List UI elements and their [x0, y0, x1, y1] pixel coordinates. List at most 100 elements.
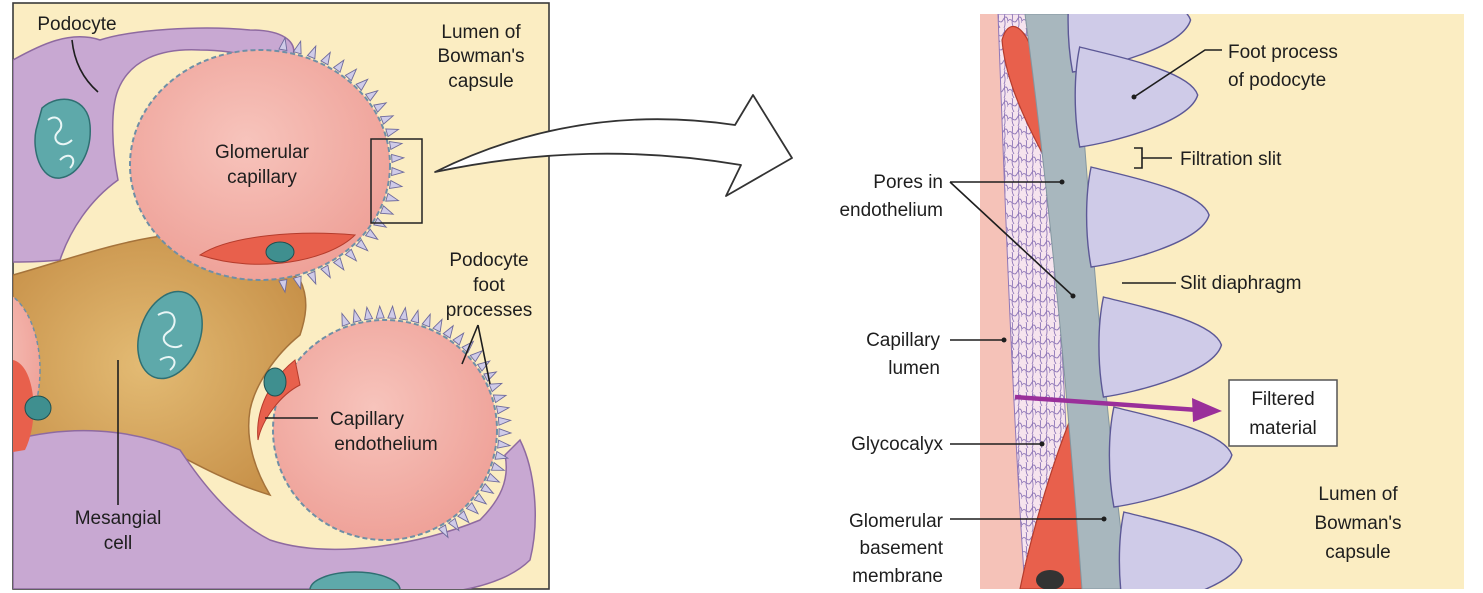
basement-membrane-line3: membrane — [852, 566, 943, 587]
endothelial-cell-left — [13, 360, 34, 452]
foot-process-spike — [492, 394, 508, 404]
glomerular-capillary-lower — [272, 319, 498, 541]
zoom-box — [370, 138, 423, 224]
basement-membrane-dot — [1101, 516, 1107, 522]
foot-process-spike — [398, 306, 408, 321]
glycocalyx-label: Glycocalyx — [851, 434, 943, 455]
filtration-slit-bracket — [1134, 147, 1172, 169]
left-lumen-line2: Bowman's — [437, 46, 524, 67]
foot-process-spike — [432, 318, 443, 333]
foot-process-spike — [486, 472, 501, 483]
foot-process-spike — [473, 492, 488, 505]
right-lumen-line2: Bowman's — [1314, 513, 1401, 534]
capillary-lumen-dot — [1001, 337, 1007, 343]
endothelial-nucleus-left — [24, 395, 52, 421]
foot-process-spike — [278, 36, 288, 52]
foot-process-spike — [306, 270, 317, 286]
right-lumen-line1: Lumen of — [1318, 484, 1398, 505]
foot-processes-line1: Podocyte — [449, 250, 528, 271]
pores-dot-1 — [1059, 179, 1065, 185]
mesangial-cell-line2: cell — [104, 533, 133, 554]
foot-process-spike — [375, 304, 385, 319]
zoom-arrow — [434, 94, 793, 197]
foot-process-spike — [332, 257, 345, 272]
foot-process-spike — [344, 68, 358, 82]
foot-process-line2: of podocyte — [1228, 70, 1326, 91]
foot-process-spike — [497, 416, 513, 426]
foot-process-spike — [388, 141, 404, 151]
pores-line2: endothelium — [839, 200, 943, 221]
podocyte-foot-processes — [278, 36, 513, 539]
basement-membrane-line2: basement — [860, 538, 944, 559]
foot-process-line1: Foot process — [1228, 42, 1338, 63]
foot-process-spike — [388, 179, 404, 189]
foot-process-spike — [364, 228, 379, 241]
foot-process-spike — [391, 153, 406, 164]
foot-process-spike — [355, 238, 369, 252]
foot-process-spike — [391, 166, 406, 177]
left-panel: Podocyte Lumen of Bowman's capsule Glome… — [12, 2, 550, 590]
endothelial-nucleus-lower — [263, 367, 287, 397]
capillary-lumen-line2: lumen — [888, 358, 940, 379]
capillary-lumen-line1: Capillary — [866, 330, 940, 351]
foot-process-spike — [320, 264, 331, 279]
glycocalyx-dot — [1039, 441, 1045, 447]
foot-process-spike — [379, 205, 395, 215]
foot-process-spike — [497, 439, 512, 449]
foot-process-spike — [320, 51, 331, 66]
foot-process-spike — [495, 405, 511, 415]
foot-process-spike — [352, 308, 362, 323]
pores-leader — [949, 181, 1074, 297]
left-lumen-line1: Lumen of — [441, 22, 521, 43]
foot-process-spike — [410, 308, 420, 324]
foot-process-spike — [452, 332, 465, 346]
filtered-material-line2: material — [1249, 418, 1317, 439]
foot-process-spike — [306, 44, 317, 60]
foot-process-spike — [457, 510, 470, 524]
foot-process-detail — [1085, 166, 1210, 268]
foot-processes-leader — [461, 324, 491, 385]
mesangial-nucleus — [137, 290, 203, 380]
basement-membrane — [1024, 14, 1129, 589]
filtration-slit-label: Filtration slit — [1180, 149, 1282, 170]
filtered-material-box — [1228, 379, 1338, 447]
foot-process-spike — [344, 248, 358, 262]
foot-process-spike — [364, 305, 374, 321]
foot-process-spike — [480, 482, 495, 495]
glomerular-capillary-line1: Glomerular — [215, 142, 310, 163]
foot-process-spike — [483, 371, 498, 382]
foot-process-detail — [1118, 511, 1243, 589]
foot-process-spike — [292, 39, 302, 55]
foot-process-spike — [278, 278, 288, 294]
podocyte-leader — [71, 39, 99, 93]
podocyte-label: Podocyte — [37, 14, 116, 35]
foot-process-spike — [355, 78, 369, 92]
foot-process-spike — [332, 58, 345, 73]
endothelial-nucleus-upper — [265, 241, 295, 263]
pores-dot-2 — [1070, 293, 1076, 299]
pores-line1: Pores in — [873, 172, 943, 193]
foot-process-spike — [379, 115, 395, 125]
foot-process-spike — [292, 275, 302, 291]
filtration-arrow — [1014, 394, 1222, 422]
right-lumen-line3: capsule — [1325, 542, 1391, 563]
foot-process-spike — [421, 312, 431, 328]
foot-process-spike — [364, 89, 379, 102]
glomerular-capillary-upper — [129, 49, 391, 281]
foot-process-detail — [1108, 406, 1233, 508]
foot-process-spike — [490, 461, 506, 471]
left-lumen-line3: capsule — [448, 71, 514, 92]
foot-process-spike — [373, 102, 388, 113]
foot-process-spike — [494, 450, 510, 460]
foot-process-spike — [437, 524, 449, 539]
foot-processes-line2: foot — [473, 275, 505, 296]
foot-process-spike — [488, 382, 504, 393]
right-panel: Filtered material Foot process of podocy… — [839, 14, 1464, 589]
foot-process-spike — [469, 349, 484, 363]
foot-process-detail — [1098, 296, 1223, 398]
foot-process-spike — [442, 324, 454, 339]
basement-membrane-line1: Glomerular — [849, 511, 944, 532]
foot-process-leader — [1133, 49, 1222, 98]
foot-process-spike — [447, 517, 460, 532]
